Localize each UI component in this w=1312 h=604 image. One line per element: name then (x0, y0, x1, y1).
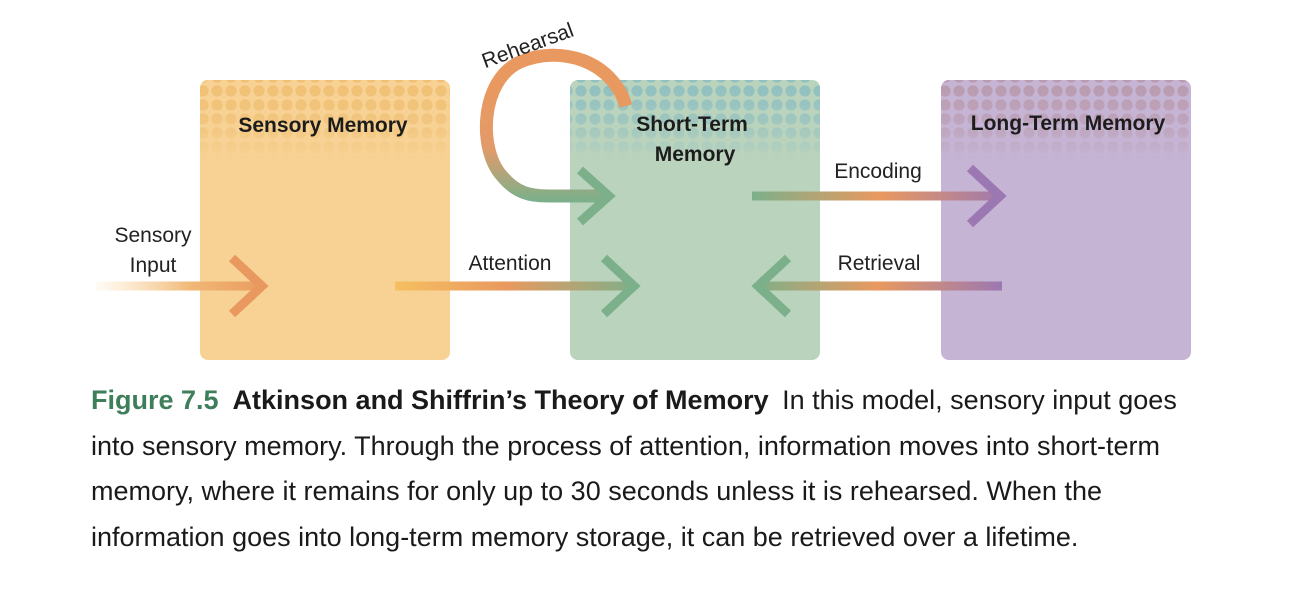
sensory-memory-title: Sensory Memory (238, 114, 408, 137)
attention-label: Attention (469, 252, 552, 275)
long-term-memory-box: Long-Term Memory (941, 80, 1191, 360)
short-term-memory-box: Short-Term Memory (570, 80, 820, 360)
memory-model-diagram: Sensory Memory Short-Term Memory Long-Te… (96, 19, 1191, 360)
sensory-input-label-line2: Input (130, 254, 177, 277)
rehearsal-arrow (480, 48, 633, 226)
encoding-label: Encoding (834, 160, 922, 183)
sensory-input-arrow (96, 254, 269, 318)
sensory-input-label-line1: Sensory (114, 224, 192, 247)
short-term-memory-title-line2: Memory (655, 143, 736, 166)
retrieval-arrow (751, 254, 1002, 318)
sensory-memory-box: Sensory Memory (200, 80, 450, 360)
figure-number: Figure 7.5 (91, 385, 219, 415)
long-term-memory-title: Long-Term Memory (971, 112, 1166, 135)
encoding-arrow (752, 164, 1007, 228)
figure-caption: Figure 7.5 Atkinson and Shiffrin’s Theory… (91, 378, 1221, 560)
figure-description: In this model, sensory input goes into s… (91, 385, 1177, 552)
figure-title: Atkinson and Shiffrin’s Theory of Memory (232, 385, 769, 415)
attention-arrow (395, 254, 641, 318)
short-term-memory-title-line1: Short-Term (636, 113, 748, 136)
retrieval-label: Retrieval (838, 252, 921, 275)
